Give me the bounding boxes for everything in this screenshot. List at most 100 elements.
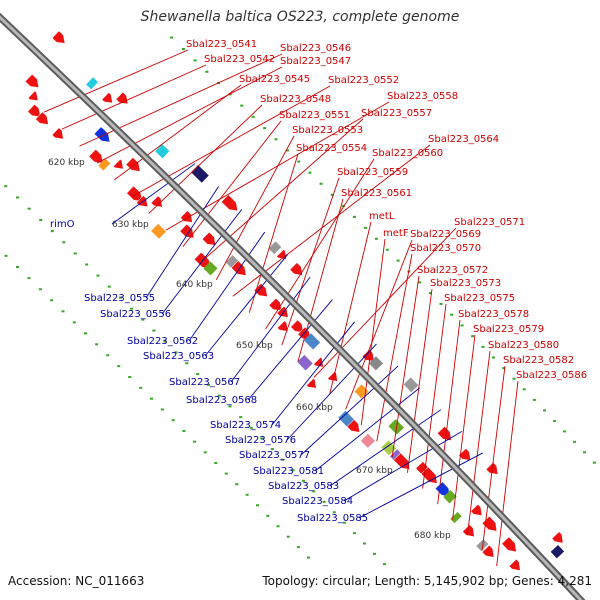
gene-box <box>191 165 209 183</box>
connector-line <box>188 231 266 342</box>
gene-feature <box>403 377 419 393</box>
gc-dot <box>362 542 366 545</box>
gene-box <box>550 544 565 559</box>
connector-line <box>343 430 463 502</box>
gc-dot <box>251 115 255 118</box>
connector-line <box>329 221 372 394</box>
gene-feature <box>277 320 289 332</box>
gene-label: Sbal223_0585 <box>297 513 368 524</box>
gc-dot <box>139 386 143 389</box>
gc-dot <box>374 237 378 240</box>
gc-dot <box>428 292 432 295</box>
connector-line <box>360 238 386 426</box>
gene-feature <box>551 531 564 544</box>
gene-label: Sbal223_0541 <box>186 39 257 50</box>
gene-feature <box>27 103 41 118</box>
gc-dot <box>372 552 376 555</box>
gc-dot <box>396 259 400 262</box>
gene-arrow <box>346 419 360 433</box>
forward-gene-labels: Sbal223_0541 Sbal223_0542 Sbal223_0546 S… <box>186 39 587 381</box>
gene-label: Sbal223_0567 <box>169 377 240 388</box>
gene-arrow <box>113 158 124 170</box>
gene-feature <box>203 261 218 276</box>
gene-label: Sbal223_0568 <box>186 395 257 406</box>
gene-label: Sbal223_0551 <box>279 110 350 121</box>
gene-feature <box>501 536 517 553</box>
gc-dot <box>4 185 8 188</box>
gene-feature <box>98 158 111 171</box>
gc-dot <box>214 461 218 464</box>
gene-feature <box>381 440 397 456</box>
gene-feature <box>550 544 565 559</box>
gc-dot <box>181 48 185 51</box>
gene-arrow <box>51 30 66 44</box>
genome-summary-text: Topology: circular; Length: 5,145,902 bp… <box>262 574 592 588</box>
gene-box <box>389 449 402 461</box>
gene-label: Sbal223_0575 <box>444 293 515 304</box>
gene-label: Sbal223_0580 <box>488 340 559 351</box>
gc-dot <box>296 546 300 549</box>
gc-dot <box>107 285 111 288</box>
gene-feature <box>113 158 124 170</box>
gc-dot <box>130 307 134 310</box>
gc-dot <box>27 207 31 210</box>
gc-dot <box>522 388 526 391</box>
gc-dot <box>95 343 99 346</box>
gene-arrow <box>306 378 317 389</box>
gc-dot <box>481 345 485 348</box>
gene-label: Sbal223_0579 <box>473 324 544 335</box>
gene-box <box>86 77 99 90</box>
gc-dot <box>61 310 65 313</box>
gc-dot <box>217 394 221 397</box>
gc-dot <box>163 340 167 343</box>
gene-feature <box>393 452 411 470</box>
connector-line <box>481 365 506 551</box>
gene-feature <box>51 127 64 140</box>
gene-label: Sbal223_0571 <box>454 217 525 228</box>
gene-label: Sbal223_0581 <box>253 466 324 477</box>
gc-dot <box>266 514 270 517</box>
connector-line <box>422 303 447 489</box>
gene-feature <box>306 378 317 389</box>
tick-labels: 620 kbp 630 kbp 640 kbp 650 kbp 660 kbp … <box>48 158 451 541</box>
gene-label: Sbal223_0562 <box>127 336 198 347</box>
tick-label: 660 kbp <box>296 403 333 413</box>
gene-label: metL <box>369 211 395 222</box>
gene-label: Sbal223_0576 <box>225 435 296 446</box>
connector-line <box>437 319 461 505</box>
gc-dot <box>286 535 290 538</box>
gene-label: Sbal223_0561 <box>341 188 412 199</box>
connector-line <box>452 334 476 520</box>
connector-line <box>265 158 375 330</box>
gene-feature <box>268 241 282 255</box>
tick-label: 630 kbp <box>112 220 149 230</box>
connector-line <box>300 365 399 456</box>
reverse-gene-labels: rimO Sbal223_0555 Sbal223_0556 Sbal223_0… <box>50 219 368 524</box>
connector-line <box>61 64 207 130</box>
gc-dot <box>553 419 557 422</box>
connector-line <box>496 380 519 567</box>
gene-feature <box>297 354 313 371</box>
gc-dot <box>203 451 207 454</box>
gene-feature <box>88 148 104 164</box>
gc-dot <box>228 405 232 408</box>
gene-box <box>268 241 282 255</box>
gene-feature <box>220 194 238 212</box>
gc-dot <box>171 419 175 422</box>
gene-feature <box>481 544 495 558</box>
gene-feature <box>346 419 360 433</box>
gene-feature <box>368 356 383 371</box>
connector-line <box>111 163 196 225</box>
gc-dot <box>385 248 389 251</box>
gene-label: metF <box>383 228 409 239</box>
gc-dot <box>274 138 278 141</box>
connector-line <box>406 288 433 473</box>
gc-dot <box>62 241 66 244</box>
gene-arrow <box>277 320 289 332</box>
gene-label: Sbal223_0558 <box>387 91 458 102</box>
gc-dot <box>322 500 326 503</box>
connector-line <box>376 253 413 442</box>
gc-dot <box>308 171 312 174</box>
gc-dot <box>352 532 356 535</box>
